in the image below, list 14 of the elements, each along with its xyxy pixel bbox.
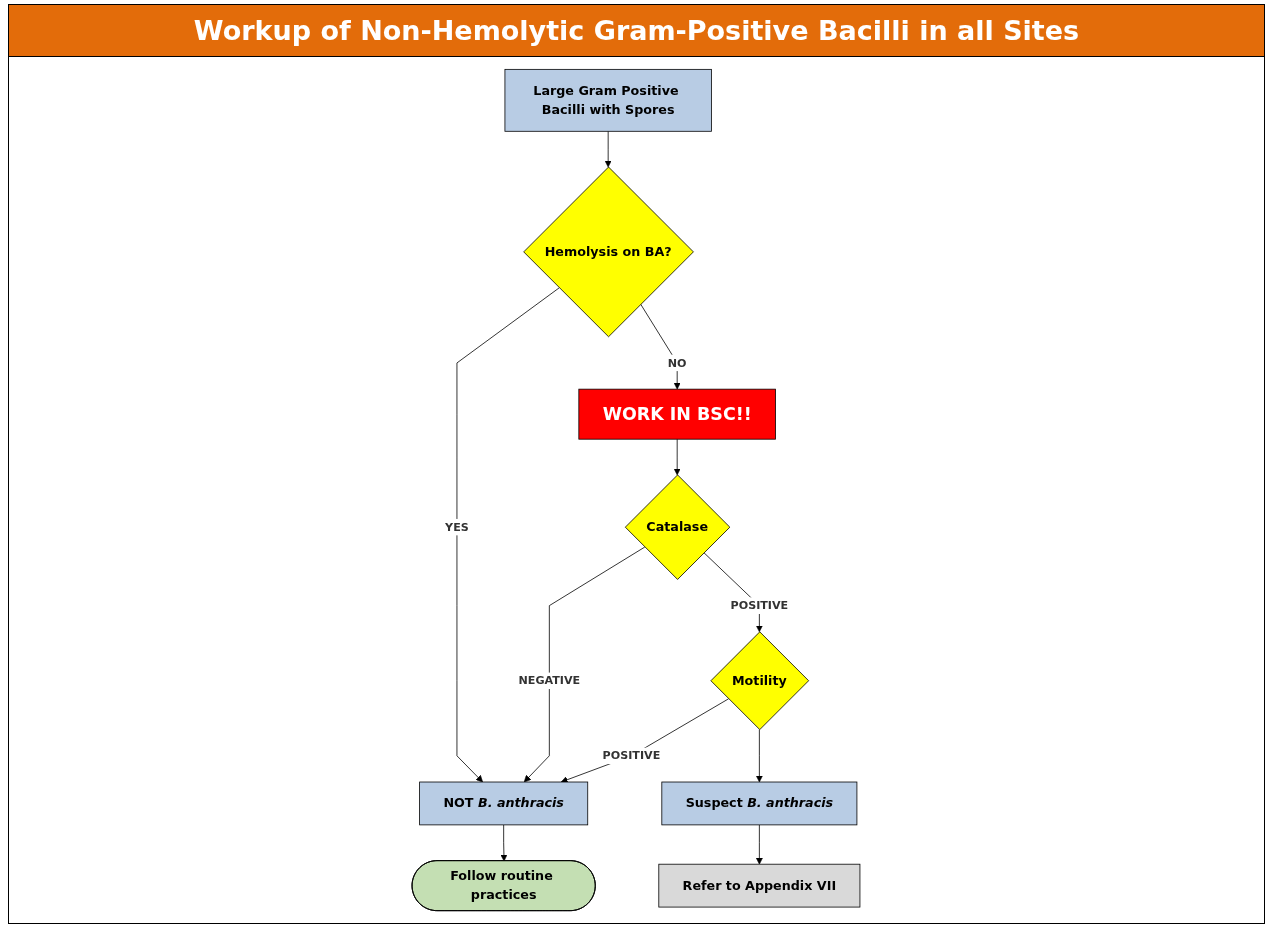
node-diamond: Catalase <box>625 474 731 580</box>
node-box: NOT B. anthracis <box>419 781 589 826</box>
edge-label: YES <box>445 520 470 534</box>
node-diamond: Hemolysis on BA? <box>523 166 695 338</box>
edge-label: NEGATIVE <box>518 673 581 687</box>
title-banner: Workup of Non-Hemolytic Gram-Positive Bacilli in all Sites <box>9 5 1264 57</box>
edge-label: POSITIVE <box>731 598 789 612</box>
node-box: Large Gram Positive Bacilli with Spores <box>505 68 713 132</box>
edge-label: NO <box>668 356 688 369</box>
node-box: WORK IN BSC!! <box>578 388 777 440</box>
node-diamond: Motility <box>711 631 810 730</box>
node-box: Suspect B. anthracis <box>661 781 858 826</box>
edge-label: POSITIVE <box>603 749 661 762</box>
node-box: Refer to Appendix VII <box>658 863 861 908</box>
